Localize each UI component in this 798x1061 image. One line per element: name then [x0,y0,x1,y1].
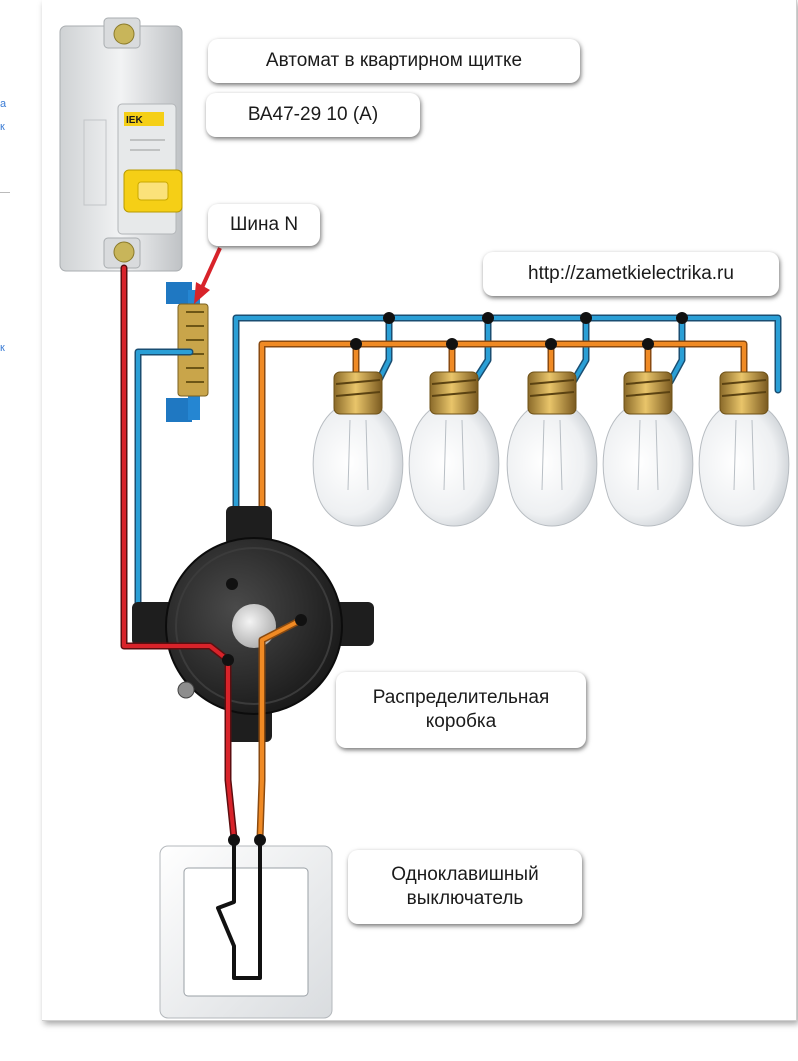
side-divider [0,192,10,193]
light-bulb [312,371,404,527]
breaker-brand: IEK [126,115,143,126]
breaker-model-label: ВА47-29 10 (А) [206,93,420,137]
side-text-fragment[interactable]: а [0,98,7,110]
light-bulb [408,371,500,527]
light-bulb [506,371,598,527]
circuit-breaker: IEK [59,17,183,272]
wire-junctions [222,312,688,846]
neutral-bus-label: Шина N [208,204,320,246]
breaker-label: Автомат в квартирном щитке [208,39,580,83]
light-bulb [602,371,694,527]
light-bulb [698,371,790,527]
junction-box-label: Распределительная коробка [336,672,586,748]
junction-box [132,506,374,742]
side-text-fragment[interactable]: к [0,121,5,133]
pointer-arrow [194,247,222,304]
switch-label: Одноклавишный выключатель [348,850,582,924]
light-switch [159,840,333,1019]
side-text-fragment[interactable]: к [0,342,5,354]
website-label: http://zametkielectrika.ru [483,252,779,296]
